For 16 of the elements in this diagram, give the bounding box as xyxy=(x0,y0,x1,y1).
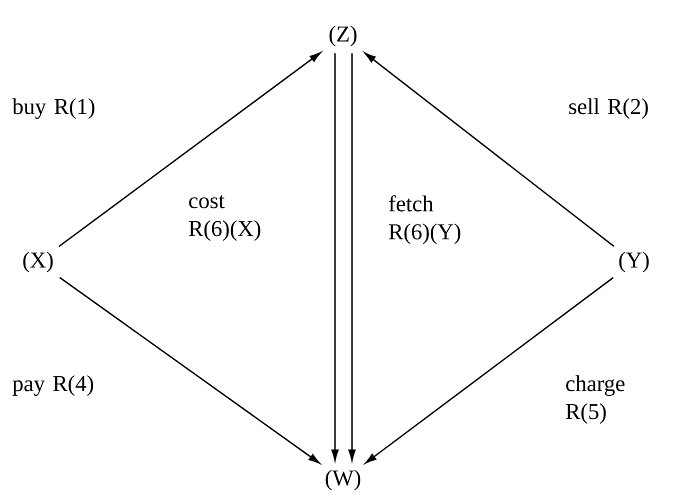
edge-label: charge R(5) xyxy=(566,375,624,424)
arrow xyxy=(331,53,339,461)
arrow xyxy=(348,53,356,461)
arrow xyxy=(59,276,320,464)
arrow xyxy=(58,52,321,247)
edge-label: cost R(6)(X) xyxy=(188,195,260,241)
node-label: (Y) xyxy=(619,252,649,272)
edge-label: pay R(4) xyxy=(12,375,94,396)
arrow xyxy=(364,52,614,247)
edge-label: buy R(1) xyxy=(12,98,94,119)
arrow xyxy=(365,277,614,464)
edge-label: sell R(2) xyxy=(569,98,648,119)
node-label: (X) xyxy=(23,252,53,272)
node-label: (Z) xyxy=(330,26,356,46)
node-label: (W) xyxy=(326,470,360,490)
edge-label: fetch R(6)(Y) xyxy=(388,195,460,244)
